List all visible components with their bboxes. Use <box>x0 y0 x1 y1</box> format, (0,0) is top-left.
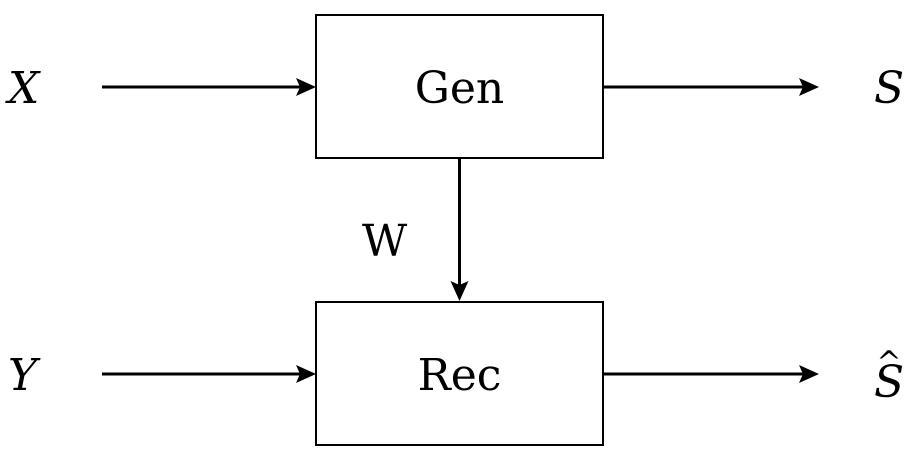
gen-block-box <box>315 14 604 159</box>
rec-block-label: Rec <box>418 350 502 401</box>
arrow-y-to-rec <box>102 365 316 383</box>
gen-block: Gen <box>315 14 604 159</box>
arrow-rec-to-s-hat <box>603 365 819 383</box>
output-s-hat: S ^ <box>874 345 904 408</box>
input-x-label: X <box>5 63 41 114</box>
link-w-label: W <box>362 216 408 267</box>
output-s-label: S <box>874 63 904 114</box>
input-y-label: Y <box>8 350 41 401</box>
hat-accent: ^ <box>876 345 901 380</box>
arrow-gen-to-s <box>603 78 819 96</box>
output-s-hat-label: S <box>874 357 904 408</box>
arrow-x-to-gen <box>102 78 316 96</box>
gen-block-label: Gen <box>415 63 505 114</box>
rec-block-box <box>315 301 604 446</box>
rec-block: Rec <box>315 301 604 446</box>
arrow-gen-to-rec <box>450 158 469 301</box>
